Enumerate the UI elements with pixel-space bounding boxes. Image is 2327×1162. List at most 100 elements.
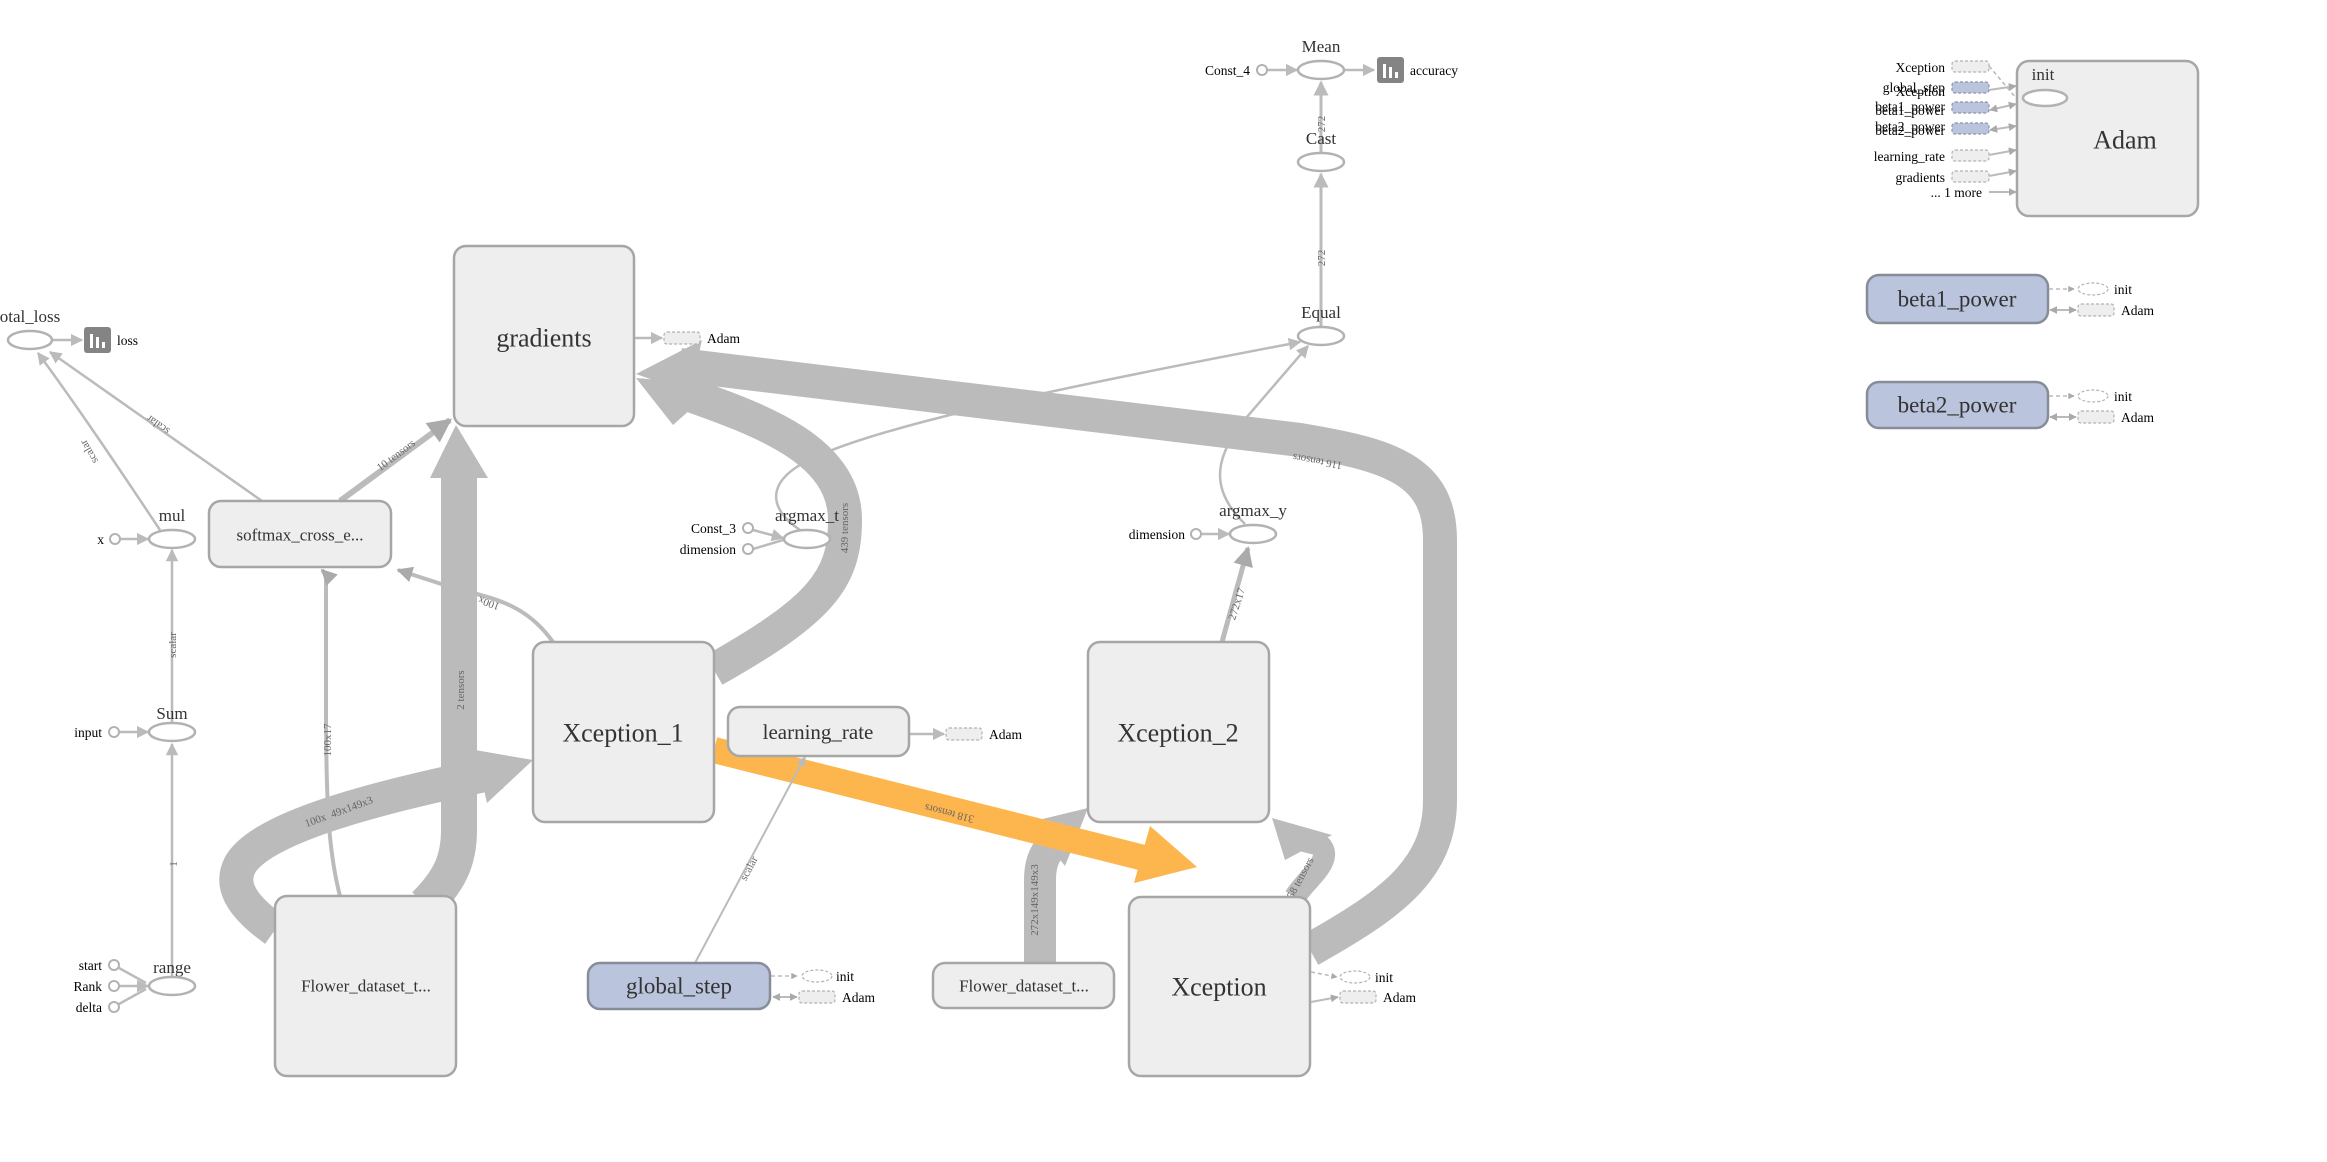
xception-2-node[interactable]: Xception_2 <box>1086 640 1271 824</box>
argmax-y-ellipse[interactable] <box>1228 523 1278 545</box>
xception-1-node[interactable]: Xception_1 <box>531 640 716 824</box>
delta-const-icon[interactable] <box>108 1001 120 1013</box>
argmax-t-dimension-const[interactable]: dimension <box>680 542 754 557</box>
const-4-const[interactable]: Const_4 <box>1205 63 1268 78</box>
adam-input-ref[interactable] <box>1951 170 1990 183</box>
adam-ref-box[interactable] <box>945 727 983 741</box>
range-node[interactable]: range <box>147 958 197 997</box>
mul-ellipse[interactable] <box>147 528 197 550</box>
total-loss-ellipse[interactable] <box>6 329 54 351</box>
xception-1-box[interactable] <box>531 640 716 824</box>
adam-ref-box[interactable] <box>2077 303 2115 317</box>
edge-xception-to-gradients[interactable] <box>677 348 1457 965</box>
range-ellipse[interactable] <box>147 975 197 997</box>
init-ref-ellipse[interactable] <box>801 969 833 983</box>
edge-softmax-to-gradients[interactable] <box>338 417 452 504</box>
const-3-icon[interactable] <box>742 522 754 534</box>
edge-xception2-to-argmax-y[interactable] <box>1219 546 1253 643</box>
beta1-power-node[interactable]: beta1_power <box>1865 273 2050 325</box>
input-const[interactable]: input <box>74 725 120 740</box>
adam-more-inputs-label[interactable]: ... 1 more <box>1931 185 1982 200</box>
beta2-power-node[interactable]: beta2_power <box>1865 380 2050 430</box>
global-step-box[interactable] <box>586 961 772 1011</box>
edge-flower1-to-softmax[interactable] <box>320 568 342 897</box>
argmax-t-node[interactable]: argmax_t <box>775 506 839 550</box>
adam-ref-box[interactable] <box>663 331 701 345</box>
xception-box[interactable] <box>1127 895 1312 1078</box>
dimension-icon[interactable] <box>742 543 754 555</box>
edge-xception1-to-xception-arrowhead <box>1134 826 1197 883</box>
gradients-node[interactable]: gradients <box>452 244 636 428</box>
adam-ref-box[interactable] <box>1339 990 1377 1004</box>
equal-ellipse[interactable] <box>1296 325 1346 347</box>
init-ref-label: init <box>1375 970 1393 985</box>
edge-xception1-to-gradients[interactable] <box>684 378 863 685</box>
adam-input-ref[interactable] <box>1951 101 1990 114</box>
edge-global-step-to-learning-rate[interactable] <box>694 756 806 964</box>
adam-input-ref[interactable] <box>1951 149 1990 162</box>
edge-flower1-to-xception1[interactable] <box>219 755 504 944</box>
adam-input-ref[interactable] <box>1951 60 1990 73</box>
adam-input-ref[interactable] <box>1951 81 1990 94</box>
x-const-icon[interactable] <box>109 533 121 545</box>
flower-dataset-2-node[interactable]: Flower_dataset_t... <box>931 961 1116 1010</box>
rank-const[interactable]: Rank <box>74 979 120 994</box>
beta2-power-box[interactable] <box>1865 380 2050 430</box>
adam-node[interactable]: Adam init <box>2015 59 2200 218</box>
sum-ellipse[interactable] <box>147 721 197 743</box>
gradients-adam-ref[interactable]: Adam <box>663 331 740 346</box>
const-3-const[interactable]: Const_3 <box>691 521 754 536</box>
edge-xception1-to-xception-highlighted[interactable] <box>710 737 1164 875</box>
adam-input-label: learning_rate <box>1874 149 1945 164</box>
xception-2-box[interactable] <box>1086 640 1271 824</box>
init-ref-ellipse[interactable] <box>2077 389 2109 403</box>
const-4-icon[interactable] <box>1256 64 1268 76</box>
loss-summary[interactable]: loss <box>84 327 138 353</box>
beta1-power-box[interactable] <box>1865 273 2050 325</box>
edge-argmax-t-to-equal[interactable] <box>775 337 1302 532</box>
flower-dataset-2-box[interactable] <box>931 961 1116 1010</box>
edge-softmax-to-total-loss[interactable] <box>48 350 263 503</box>
edge-xception1-to-softmax[interactable] <box>396 566 555 644</box>
argmax-y-dimension-const[interactable]: dimension <box>1129 527 1202 542</box>
delta-const[interactable]: delta <box>76 1000 120 1015</box>
edge-xception-to-xception2[interactable] <box>1285 829 1335 904</box>
softmax-box[interactable] <box>207 499 393 569</box>
mean-ellipse[interactable] <box>1296 59 1346 81</box>
learning-rate-adam-ref[interactable]: Adam <box>945 727 1022 742</box>
start-const[interactable]: start <box>79 958 120 973</box>
start-const-icon[interactable] <box>108 959 120 971</box>
mean-node[interactable]: Mean <box>1296 37 1346 81</box>
cast-ellipse[interactable] <box>1296 151 1346 173</box>
learning-rate-node[interactable]: learning_rate <box>726 705 911 758</box>
init-ref-ellipse[interactable] <box>2077 282 2109 296</box>
accuracy-summary[interactable]: accuracy <box>1377 57 1458 83</box>
total-loss-node[interactable]: otal_loss <box>0 307 60 351</box>
adam-init-ellipse[interactable] <box>2021 88 2069 108</box>
global-step-node[interactable]: global_step <box>586 961 772 1011</box>
equal-node[interactable]: Equal <box>1296 303 1346 347</box>
edge-argmax-y-to-equal[interactable] <box>1218 345 1309 525</box>
adam-ref-box[interactable] <box>2077 410 2115 424</box>
rank-const-icon[interactable] <box>108 980 120 992</box>
x-const[interactable]: x <box>97 532 121 547</box>
flower-dataset-1-box[interactable] <box>273 894 458 1078</box>
init-ref-ellipse[interactable] <box>1339 970 1371 984</box>
sum-node[interactable]: Sum <box>147 704 197 743</box>
learning-rate-box[interactable] <box>726 705 911 758</box>
dimension-icon[interactable] <box>1190 528 1202 540</box>
input-const-icon[interactable] <box>108 726 120 738</box>
xception-node[interactable]: Xception <box>1127 895 1312 1078</box>
mul-node[interactable]: mul <box>147 506 197 550</box>
flower-dataset-1-node[interactable]: Flower_dataset_t... <box>273 894 458 1078</box>
argmax-t-ellipse[interactable] <box>782 528 832 550</box>
cast-node[interactable]: Cast <box>1296 129 1346 173</box>
gradients-box[interactable] <box>452 244 636 428</box>
adam-ref-box[interactable] <box>798 990 836 1004</box>
edge-mul-to-total-loss[interactable] <box>36 351 162 531</box>
edge-flower1-to-gradients[interactable] <box>412 476 477 918</box>
argmax-y-node[interactable]: argmax_y <box>1219 501 1287 545</box>
softmax-cross-entropy-node[interactable]: softmax_cross_e... <box>207 499 393 569</box>
adam-input-ref[interactable] <box>1951 122 1990 135</box>
